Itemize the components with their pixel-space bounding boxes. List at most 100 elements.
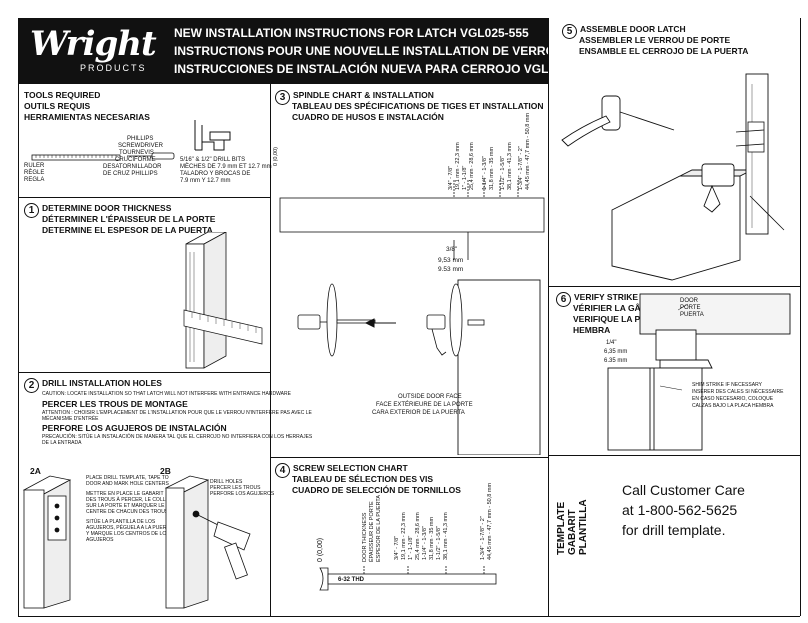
screw-col1-4: 25,4 mm - 28,6 mm [415, 512, 421, 560]
step3-title-fr: TABLEAU DES SPÉCIFICATIONS DE TIGES ET I… [292, 101, 544, 111]
outside-face-es: CARA EXTERIOR DE LA PUERTA [372, 410, 465, 416]
screwdriver-label-4: CRUCIFORME [115, 157, 156, 163]
step2-caution-en: CAUTION: LOCATE INSTALLATION SO THAT LAT… [42, 391, 291, 397]
ruler-label-en: RULER [24, 163, 45, 169]
outside-latch-assembly-icon [701, 163, 735, 213]
step1-number: 1 [24, 203, 39, 218]
door-label-en: DOOR [680, 298, 698, 304]
shim-note-4: CALZAS BAJO LA PLACA HEMBRA [692, 403, 774, 409]
screw-thickness-fr: ÉPAISSEUR DE PORTE [369, 501, 375, 562]
assembly-illustration [561, 73, 785, 281]
screwdriver-label-1: PHILLIPS [127, 136, 154, 142]
strike-illustration [607, 293, 791, 451]
screw-thread: 6-32 THD [338, 577, 365, 583]
divider-middle [270, 84, 271, 616]
right-border [800, 18, 801, 616]
ruler-label-fr: RÈGLE [24, 170, 45, 176]
screwdriver-label-5: DESATORNILLADOR [103, 164, 162, 170]
step2-title-fr: PERCER LES TROUS DE MONTAGE [42, 399, 188, 409]
step3-title-es: CUADRO DE HUSOS E INSTALACIÓN [292, 112, 444, 122]
divider-step3 [270, 457, 548, 458]
step2-title-es: PERFORE LOS AGUJEROS DE INSTALACIÓN [42, 423, 227, 433]
step2-number: 2 [24, 378, 39, 393]
step6-title-es-1: VERIFIQUE LA PLACA [573, 314, 664, 324]
screwdriver-icon [127, 152, 175, 160]
outside-face-fr: FACE EXTÉRIEURE DE LA PORTE [376, 402, 473, 408]
screw-col2-1: 1-1/4" - 1-3/8" [422, 526, 428, 560]
divider-right [548, 18, 549, 616]
tools-title-es: HERRAMIENTAS NECESARIAS [24, 112, 150, 122]
fig-2a-label: 2A [30, 466, 41, 476]
offset-mm-1: 9,53 mm [438, 257, 464, 264]
shim-note-3: EN CASO NECESARIO, COLOQUE [692, 396, 774, 402]
outside-latch-icon [426, 283, 485, 357]
divider-step5 [548, 286, 800, 287]
header-band: Wright PRODUCTS NEW INSTALLATION INSTRUC… [18, 18, 636, 84]
callout-line-2[interactable]: at 1-800-562-5625 [622, 502, 738, 518]
fig-2b-label: 2B [160, 466, 171, 476]
bits-label-3: TALADRO Y BROCAS DE [180, 171, 251, 177]
step6-title-fr: VÉRIFIER LA GÂCHE [573, 303, 659, 313]
screw-zero: 0 (0,00) [317, 537, 324, 562]
note-b-2: PERCER LES TROUS [210, 485, 261, 491]
note-b-3: PERFORE LOS AGUJEROS [210, 491, 275, 497]
gap-mm-2: 6.35 mm [604, 358, 628, 364]
logo-brand: Wright [30, 24, 157, 64]
wright-logo: Wright PRODUCTS [18, 18, 158, 84]
step4-title-fr: TABLEAU DE SÉLECTION DES VIS [292, 474, 434, 484]
screw-col2-3: 1-1/2" - 1-5/8" [436, 526, 442, 560]
screw-col1-2: 19,1 mm - 22,3 mm [401, 512, 407, 560]
divider-step1 [18, 372, 270, 373]
divider-step6 [548, 455, 800, 456]
bits-label-2: MÈCHES DE 7.9 mm ET 12.7 mm [180, 164, 272, 170]
bits-label-1: 5/16" & 1/2" DRILL BITS [180, 157, 246, 163]
tools-title-en: TOOLS REQUIRED [24, 90, 101, 100]
step1-title-es: DETERMINE EL ESPESOR DE LA PUERTA [42, 225, 213, 235]
step6-number: 6 [556, 292, 571, 307]
note-a-7: CENTRE DE CHACUN DES TROUS [86, 509, 169, 515]
step5-number: 5 [562, 24, 577, 39]
strike-plate-icon [747, 121, 765, 153]
left-border [18, 84, 19, 616]
note-a-10: AGUJEROS, PÉGUELA A LA PUERTA [86, 525, 173, 531]
note-a-4: METTRE EN PLACE LE GABARIT [86, 491, 164, 497]
step6-title-es-2: HEMBRA [573, 325, 611, 335]
tools-title-fr: OUTILS REQUIS [24, 101, 91, 111]
offset-fraction: 3/8" [446, 246, 458, 253]
note-b-1: DRILL HOLES [210, 479, 243, 485]
shim-note-1: SHIM STRIKE IF NECESSARY [692, 382, 762, 388]
customer-care-callout: Call Customer Care at 1-800-562-5625 for… [622, 480, 745, 540]
note-a-1: PLACE DRILL TEMPLATE, TAPE TO [86, 475, 169, 481]
ruler-measure-icon [183, 309, 263, 345]
step1-title-fr: DÉTERMINER L'ÉPAISSEUR DE LA PORTE [42, 214, 216, 224]
note-a-5: DES TROUS À PERCER, LE COLLER [86, 497, 173, 503]
logo-sub: PRODUCTS [80, 63, 147, 73]
note-a-9: SITÚE LA PLANTILLA DE LOS [86, 519, 156, 525]
screw-illustration [319, 566, 497, 591]
step2-caution-es-1: PRECAUCIÓN: SITÚE LA INSTALACIÓN DE MANE… [42, 434, 313, 440]
inside-latch-assembly-icon [561, 95, 675, 147]
bits-label-4: 7.9 mm Y 12.7 mm [180, 178, 231, 184]
step2-caution-fr-2: MÉCANISME D'ENTRÉE [42, 416, 99, 422]
screw-col3-2: 44,45 mm - 47,7 mm - 50,8 mm [487, 482, 493, 560]
step5-title-fr: ASSEMBLER LE VERROU DE PORTE [579, 35, 731, 45]
door-label-es: PUERTA [680, 312, 704, 318]
door-thickness-illustration [183, 232, 263, 369]
screw-col3-1: 1-3/4" - 1-7/8" - 2" [480, 516, 486, 560]
ruler-icon [31, 154, 121, 161]
note-a-12: AGUJEROS [86, 537, 114, 543]
screwdriver-label-3: TOURNEVIS [119, 150, 154, 156]
template-door-illustration [22, 475, 72, 609]
bottom-border [18, 616, 800, 617]
step3-number: 3 [275, 90, 290, 105]
step2-caution-fr-1: ATTENTION : CHOISIR L'EMPLACEMENT DE L'I… [42, 410, 312, 416]
step5-title-es: ENSAMBLE EL CERROJO DE LA PUERTA [579, 46, 749, 56]
outside-door-face [457, 279, 541, 455]
